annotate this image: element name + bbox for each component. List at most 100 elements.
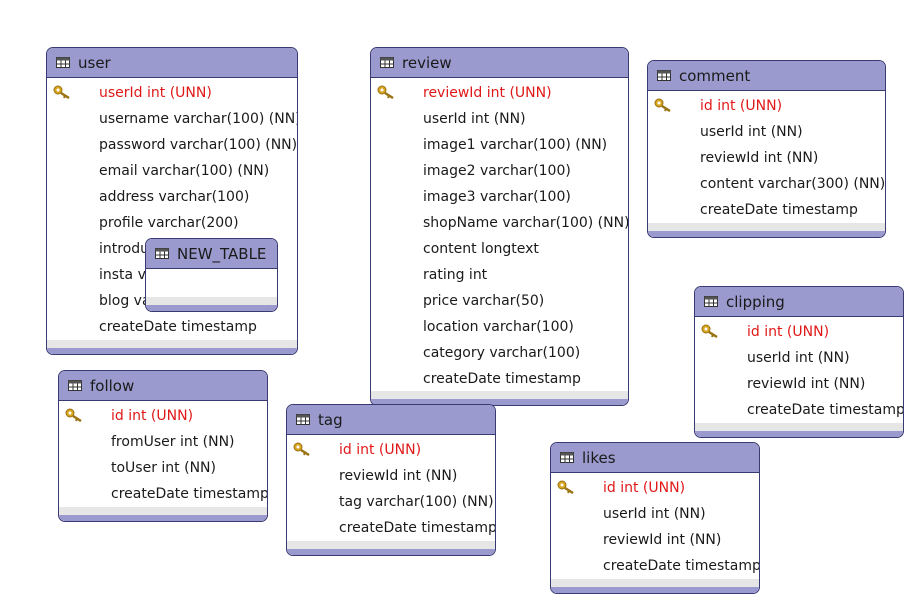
column-row[interactable]: image2 varchar(100)	[371, 158, 628, 184]
column-row[interactable]: id int (UNN)	[59, 403, 267, 429]
column-label: createDate timestamp	[339, 520, 496, 536]
column-row[interactable]: id int (UNN)	[287, 437, 495, 463]
column-row[interactable]: category varchar(100)	[371, 340, 628, 366]
key-icon	[53, 85, 70, 99]
column-label: reviewId int (NN)	[603, 532, 722, 548]
table-name: follow	[90, 376, 135, 395]
column-label: profile varchar(200)	[99, 215, 239, 231]
column-row[interactable]: fromUser int (NN)	[59, 429, 267, 455]
table-header[interactable]: user	[47, 48, 297, 78]
table-header[interactable]: clipping	[695, 287, 903, 317]
table-header[interactable]: NEW_TABLE	[146, 239, 277, 269]
column-label: createDate timestamp	[111, 486, 268, 502]
column-label: reviewId int (NN)	[747, 376, 866, 392]
column-label: createDate timestamp	[423, 371, 581, 387]
table-icon	[68, 380, 82, 391]
column-row[interactable]: createDate timestamp	[551, 553, 759, 579]
table-header[interactable]: follow	[59, 371, 267, 401]
column-label: username varchar(100) (NN)	[99, 111, 298, 127]
column-label: userId int (NN)	[747, 350, 850, 366]
column-row[interactable]: address varchar(100)	[47, 184, 297, 210]
table-footer	[648, 223, 885, 237]
column-row[interactable]: rating int	[371, 262, 628, 288]
column-row[interactable]: userId int (NN)	[551, 501, 759, 527]
table-comment[interactable]: comment id int (UNN) userId int (NN) rev…	[647, 60, 886, 238]
column-label: rating int	[423, 267, 488, 283]
column-row[interactable]: createDate timestamp	[287, 515, 495, 541]
table-footer	[287, 541, 495, 555]
column-row[interactable]: username varchar(100) (NN)	[47, 106, 297, 132]
column-row[interactable]: createDate timestamp	[371, 366, 628, 392]
column-row[interactable]: content varchar(300) (NN)	[648, 171, 885, 197]
column-label: image3 varchar(100)	[423, 189, 571, 205]
column-label: userId int (NN)	[603, 506, 706, 522]
column-row[interactable]: createDate timestamp	[695, 397, 903, 423]
column-label: id int (UNN)	[700, 98, 783, 114]
column-label: fromUser int (NN)	[111, 434, 235, 450]
column-row[interactable]: createDate timestamp	[59, 481, 267, 507]
column-row[interactable]: image1 varchar(100) (NN)	[371, 132, 628, 158]
column-row[interactable]: userId int (UNN)	[47, 80, 297, 106]
column-row[interactable]: reviewId int (UNN)	[371, 80, 628, 106]
column-label: content varchar(300) (NN)	[700, 176, 886, 192]
table-footer	[371, 391, 628, 405]
column-row[interactable]: id int (UNN)	[648, 93, 885, 119]
table-clipping[interactable]: clipping id int (UNN) userId int (NN) re…	[694, 286, 904, 438]
column-row[interactable]: reviewId int (NN)	[287, 463, 495, 489]
column-row[interactable]: reviewId int (NN)	[695, 371, 903, 397]
column-label: reviewId int (UNN)	[423, 85, 552, 101]
table-likes[interactable]: likes id int (UNN) userId int (NN) revie…	[550, 442, 760, 594]
column-row[interactable]: createDate timestamp	[47, 314, 297, 340]
table-icon	[380, 57, 394, 68]
table-user[interactable]: user userId int (UNN) username varchar(1…	[46, 47, 298, 355]
column-label: createDate timestamp	[747, 402, 904, 418]
column-row[interactable]: id int (UNN)	[551, 475, 759, 501]
column-label: shopName varchar(100) (NN)	[423, 215, 629, 231]
key-icon	[701, 324, 718, 338]
table-tag[interactable]: tag id int (UNN) reviewId int (NN) tag v…	[286, 404, 496, 556]
column-row[interactable]: userId int (NN)	[695, 345, 903, 371]
table-name: comment	[679, 66, 751, 85]
column-row[interactable]: password varchar(100) (NN)	[47, 132, 297, 158]
column-row[interactable]: shopName varchar(100) (NN)	[371, 210, 628, 236]
column-row[interactable]: createDate timestamp	[648, 197, 885, 223]
column-row[interactable]: id int (UNN)	[695, 319, 903, 345]
table-name: tag	[318, 410, 343, 429]
column-label: reviewId int (NN)	[339, 468, 458, 484]
table-name: clipping	[726, 292, 785, 311]
table-footer	[695, 423, 903, 437]
table-name: NEW_TABLE	[177, 244, 267, 263]
column-row[interactable]: userId int (NN)	[648, 119, 885, 145]
column-label: userId int (NN)	[423, 111, 526, 127]
column-row[interactable]: location varchar(100)	[371, 314, 628, 340]
table-header[interactable]: tag	[287, 405, 495, 435]
column-label: tag varchar(100) (NN)	[339, 494, 494, 510]
column-row[interactable]: reviewId int (NN)	[551, 527, 759, 553]
column-row[interactable]: profile varchar(200)	[47, 210, 297, 236]
column-row[interactable]: toUser int (NN)	[59, 455, 267, 481]
column-label: createDate timestamp	[99, 319, 257, 335]
table-header[interactable]: likes	[551, 443, 759, 473]
column-row[interactable]: content longtext	[371, 236, 628, 262]
column-row[interactable]: price varchar(50)	[371, 288, 628, 314]
table-follow[interactable]: follow id int (UNN) fromUser int (NN) to…	[58, 370, 268, 522]
table-new-table[interactable]: NEW_TABLE	[145, 238, 278, 312]
column-label: createDate timestamp	[603, 558, 760, 574]
table-icon	[296, 414, 310, 425]
column-row[interactable]: userId int (NN)	[371, 106, 628, 132]
key-icon	[293, 442, 310, 456]
key-icon	[654, 98, 671, 112]
table-review[interactable]: review reviewId int (UNN) userId int (NN…	[370, 47, 629, 406]
column-row[interactable]: tag varchar(100) (NN)	[287, 489, 495, 515]
table-header[interactable]: comment	[648, 61, 885, 91]
column-row[interactable]: reviewId int (NN)	[648, 145, 885, 171]
table-footer	[47, 340, 297, 354]
column-row[interactable]: email varchar(100) (NN)	[47, 158, 297, 184]
column-label: id int (UNN)	[747, 324, 830, 340]
column-label: address varchar(100)	[99, 189, 250, 205]
column-label: password varchar(100) (NN)	[99, 137, 298, 153]
table-icon	[657, 70, 671, 81]
table-header[interactable]: review	[371, 48, 628, 78]
column-row[interactable]: image3 varchar(100)	[371, 184, 628, 210]
column-label: price varchar(50)	[423, 293, 545, 309]
